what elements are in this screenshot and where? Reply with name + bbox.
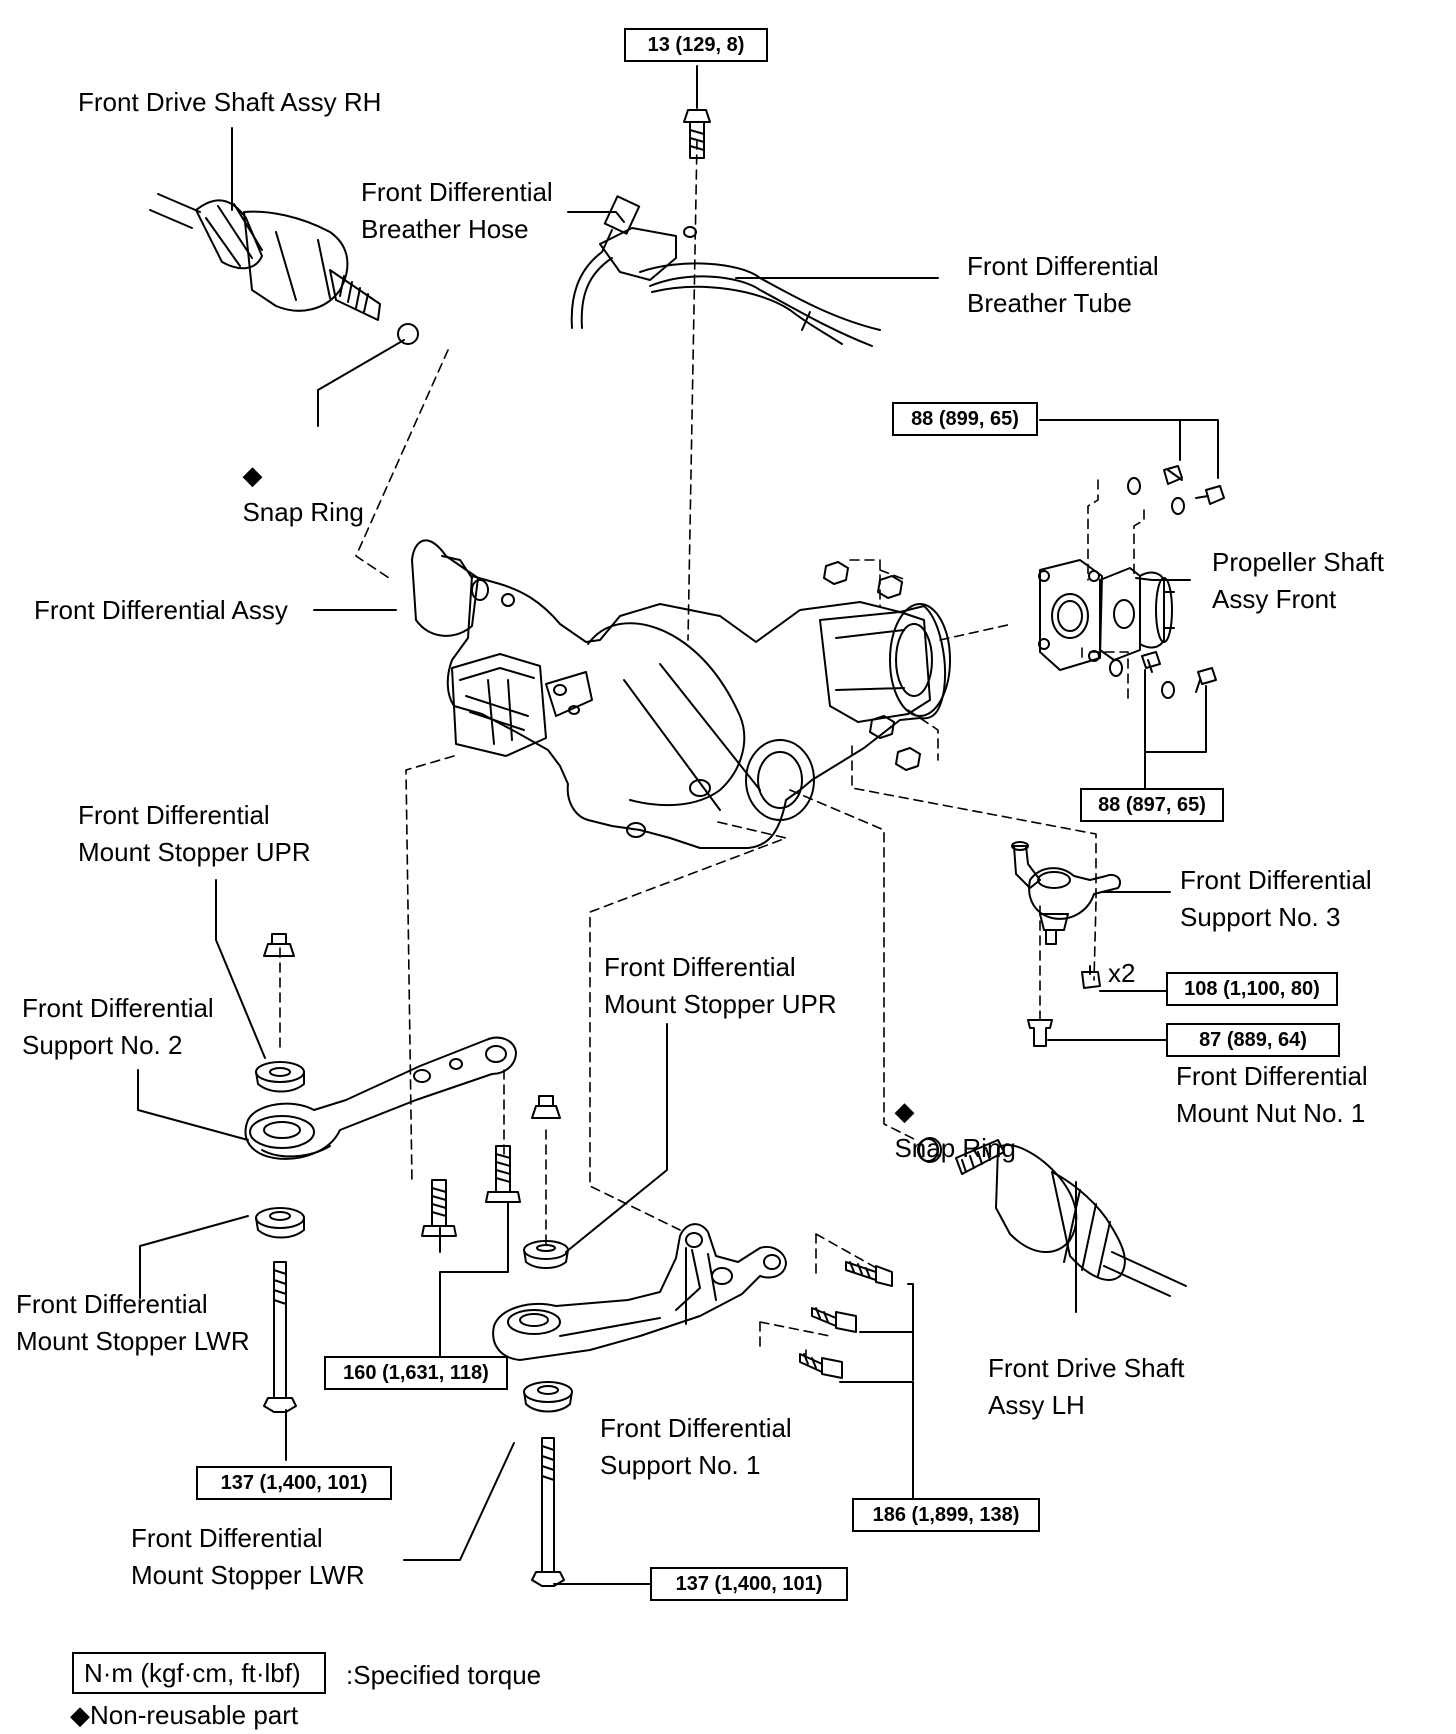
leader-lines [137,65,1219,1585]
torque-box-88-upper: 88 (899, 65) [892,402,1038,436]
non-reusable-mark: ◆ [70,1700,90,1730]
front-differential-assy-shape [411,539,951,849]
torque-box-137-left: 137 (1,400, 101) [196,1466,392,1500]
label-snap-ring-top: ◆ Snap Ring [228,420,364,531]
snap-ring-top-text: Snap Ring [242,497,364,527]
torque-box-137-bottom: 137 (1,400, 101) [650,1567,848,1601]
non-reusable-mark: ◆ [894,1096,915,1126]
label-propeller-shaft-front: Propeller Shaft Assy Front [1212,547,1384,614]
bolt-13-shape [683,109,711,159]
torque-box-108: 108 (1,100, 80) [1166,972,1338,1006]
torque-box-88-lower: 88 (897, 65) [1080,788,1224,822]
support-no2-shape [244,1036,517,1160]
label-x2: x2 [1108,958,1136,988]
label-front-drive-shaft-rh: Front Drive Shaft Assy RH [78,87,382,117]
torque-box-87: 87 (889, 64) [1166,1023,1340,1057]
legend-non-reusable-text: Non-reusable part [90,1700,299,1730]
legend-torque-desc: :Specified torque [346,1660,542,1690]
snap-ring-right-text: Snap Ring [894,1133,1016,1163]
label-mount-stopper-lwr-left: Front Differential Mount Stopper LWR [16,1289,250,1356]
mount-stopper-lwr-bottom-shape [523,1381,573,1587]
support-no3-shape [1011,841,1122,1047]
label-breather-tube: Front Differential Breather Tube [967,251,1159,318]
legend-non-reusable: ◆Non-reusable part [70,1696,298,1734]
label-mount-stopper-lwr-bottom: Front Differential Mount Stopper LWR [131,1523,365,1590]
mount-stopper-upr-mid-shape [523,1095,569,1269]
front-drive-shaft-rh-shape [149,193,419,345]
torque-box-186: 186 (1,899, 138) [852,1498,1040,1532]
propeller-shaft-front-shape [1038,559,1175,671]
label-support-no2: Front Differential Support No. 2 [22,993,214,1060]
label-breather-hose: Front Differential Breather Hose [361,177,553,244]
propeller-fasteners-shape [1109,465,1225,699]
bolts-186-shape [799,1261,893,1379]
label-mount-stopper-upr-mid: Front Differential Mount Stopper UPR [604,952,837,1019]
mount-stopper-lwr-left-shape [255,1207,305,1413]
support-no1-shape [492,1223,787,1361]
label-mount-stopper-upr-left: Front Differential Mount Stopper UPR [78,800,311,867]
mount-stopper-upr-left-shape [255,933,305,1093]
label-support-no3: Front Differential Support No. 3 [1180,865,1372,932]
snap-ring-right-shape [917,1138,939,1162]
label-mount-nut-no1: Front Differential Mount Nut No. 1 [1176,1061,1368,1128]
breather-hose-tube-shape [570,195,881,347]
label-support-no1: Front Differential Support No. 1 [600,1413,792,1480]
torque-box-13: 13 (129, 8) [624,28,768,62]
non-reusable-mark: ◆ [242,460,263,490]
bolts-160-shape [421,1145,521,1237]
front-drive-shaft-lh-shape [918,1137,1187,1297]
label-snap-ring-right: ◆ Snap Ring [880,1056,1016,1167]
alignment-lines [279,139,1145,1357]
legend-torque-unit: N·m (kgf·cm, ft·lbf) [72,1652,326,1694]
torque-box-160: 160 (1,631, 118) [324,1356,508,1390]
label-front-differential-assy: Front Differential Assy [34,595,288,625]
label-front-drive-shaft-lh: Front Drive Shaft Assy LH [988,1353,1185,1420]
flange-nuts-shape [823,561,921,771]
